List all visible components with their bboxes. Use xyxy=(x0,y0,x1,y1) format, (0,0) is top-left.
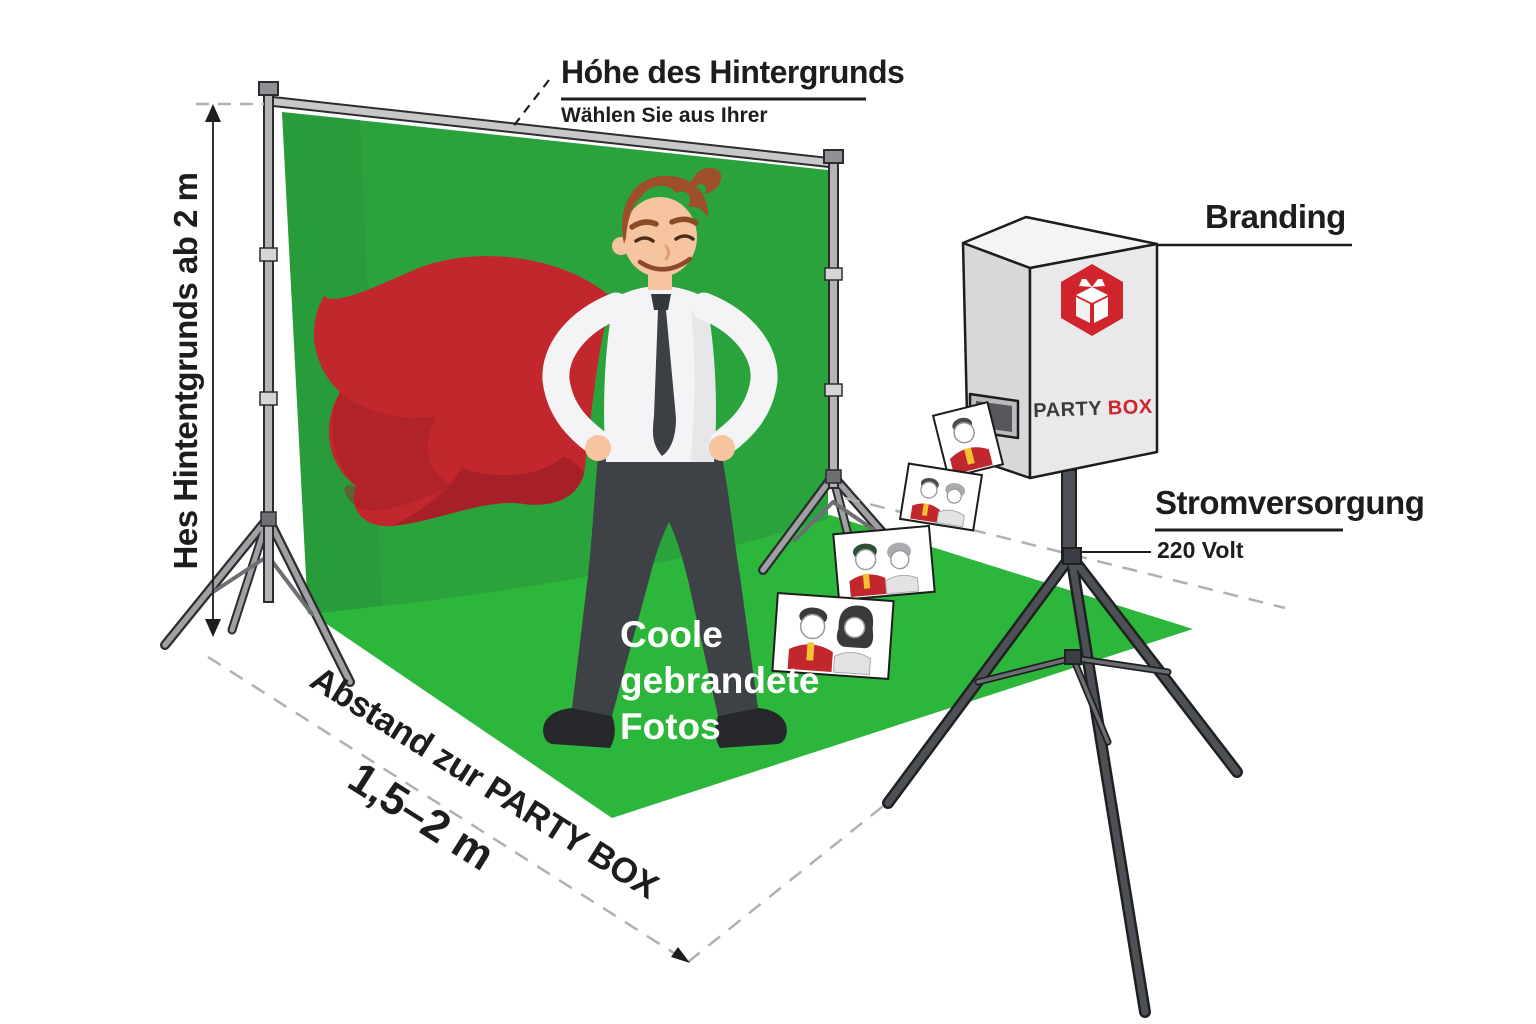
character-cape xyxy=(313,256,612,527)
superhero-character xyxy=(313,167,787,748)
character-nose xyxy=(664,244,670,261)
party-box-wordmark-box: BOX xyxy=(1107,395,1154,420)
stand-left-hub xyxy=(260,511,277,527)
height-label-title: Hóhe des Hintergrunds xyxy=(561,54,905,90)
logo-gift-right xyxy=(1094,297,1108,323)
photo-c-woman-top xyxy=(885,574,920,595)
branded-photos-caption-line1: Coole xyxy=(620,614,723,655)
height-arrowhead-top xyxy=(205,104,221,122)
stand-left-leg xyxy=(162,515,271,648)
photo-d-man-tie xyxy=(806,642,815,661)
logo-bow-left xyxy=(1079,279,1092,287)
stand-left-leg3 xyxy=(229,515,271,633)
logo-bow-right xyxy=(1092,279,1105,287)
printed-photos xyxy=(771,462,984,681)
distance-arrowhead xyxy=(671,947,690,963)
tripod-leg-right xyxy=(1067,552,1241,776)
branded-photos-caption: Coole gebrandete Fotos xyxy=(620,612,819,750)
height-arrowhead-bottom xyxy=(205,619,221,637)
photo-figure-tie xyxy=(964,447,975,465)
distance-dash-right xyxy=(687,802,888,963)
photo-d-woman-face xyxy=(843,616,866,639)
character-shoe-left xyxy=(543,708,615,748)
backdrop-height-measure-label: Hes Hintentgrunds ab 2 m xyxy=(167,172,204,570)
character-smile xyxy=(637,256,693,272)
tripod-hub xyxy=(1064,649,1082,665)
photo-d xyxy=(771,591,895,681)
stand-right-leg xyxy=(760,473,836,573)
distance-dash-left xyxy=(207,655,689,964)
stand-left-clamp xyxy=(258,81,279,96)
backdrop-stand-left xyxy=(160,81,355,687)
floor-edge-dash xyxy=(844,496,1286,610)
height-label-subtitle: Wählen Sie aus Ihrer xyxy=(561,104,768,127)
voltage-value-label: 220 Volt xyxy=(1157,537,1244,563)
tripod-leg-front xyxy=(1067,552,1149,1016)
branding-label: Branding xyxy=(1205,198,1346,235)
stand-right-hub xyxy=(825,469,842,484)
photo-c-woman-face xyxy=(890,549,910,570)
character-hand-left xyxy=(585,435,611,461)
logo-gift-left xyxy=(1076,297,1090,323)
stand-left-leg2 xyxy=(265,515,353,685)
photo-b-man-tie xyxy=(921,503,929,517)
character-arm-right xyxy=(690,292,778,456)
photo-d-man-face xyxy=(799,613,826,640)
stand-right-braces xyxy=(793,500,876,542)
stand-left-braces xyxy=(211,554,314,616)
party-box-unit xyxy=(882,215,1243,1018)
party-box-wordmark-party: PARTY xyxy=(1032,397,1103,423)
party-box-wordmark: PARTY BOX xyxy=(1032,396,1155,423)
power-supply-label: Stromversorgung xyxy=(1155,484,1425,521)
character-hair xyxy=(622,175,709,244)
character-cape-fold xyxy=(332,392,452,511)
logo-gift-top xyxy=(1076,287,1108,303)
photo-c-man-face xyxy=(854,548,877,571)
character-tie xyxy=(651,294,676,456)
photo-b xyxy=(898,462,984,532)
photo-c-man-tie xyxy=(862,573,871,589)
character-tie-knot xyxy=(651,294,671,310)
party-box-hexagon-gift-icon xyxy=(1061,264,1123,336)
label-rules xyxy=(561,97,1352,553)
character-eye-left xyxy=(634,236,655,243)
stand-left-collar-1 xyxy=(259,247,278,262)
stand-right-collar-1 xyxy=(824,267,843,281)
character-eye-right xyxy=(674,234,695,241)
character-arm-left xyxy=(542,292,630,456)
tripod-collar xyxy=(1062,547,1082,565)
stand-right-clamp xyxy=(823,149,844,164)
character-shoe-right xyxy=(715,708,787,748)
character-pants xyxy=(572,456,758,716)
photo-d-woman-top xyxy=(832,651,872,676)
photo-emerging xyxy=(931,400,1005,480)
character-brow-right xyxy=(669,216,699,226)
stand-left-collar-2 xyxy=(259,391,278,406)
photo-b-woman-face xyxy=(946,488,962,504)
character-hair-quiff xyxy=(688,167,722,194)
branded-photos-caption-line3: Fotos xyxy=(620,706,721,747)
character-cape-shade xyxy=(392,456,584,526)
character-face xyxy=(623,197,697,277)
branded-photos-caption-line2: gebrandete xyxy=(620,660,820,701)
stand-right-collar-2 xyxy=(824,383,843,397)
character-shirt-shade xyxy=(690,300,716,462)
character-brow-left xyxy=(629,219,659,230)
tripod-braces xyxy=(976,656,1170,744)
photo-figure-face xyxy=(953,421,975,444)
photo-b-man-face xyxy=(920,481,938,499)
stand-right-pole xyxy=(828,157,839,489)
character-hand-right xyxy=(709,435,735,461)
photo-c xyxy=(832,524,936,602)
height-label-leader xyxy=(511,79,550,129)
photo-b-woman-top xyxy=(936,509,965,528)
measurement-guides xyxy=(196,79,1286,964)
